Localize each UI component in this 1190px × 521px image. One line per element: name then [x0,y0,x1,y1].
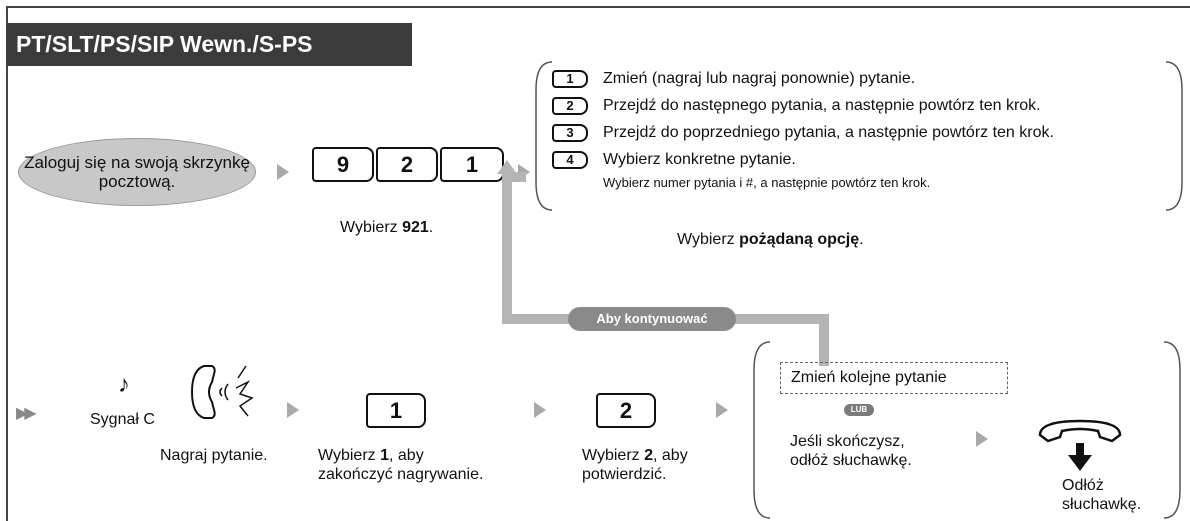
key-1: 1 [440,147,504,182]
loop-line-top [512,172,526,182]
finish-caption: Jeśli skończysz,odłóż słuchawkę. [790,433,912,469]
arrow-right-icon [976,431,988,447]
change-next-question: Zmień kolejne pytanie [780,362,1008,394]
options-caption: Wybierz pożądaną opcję. [677,231,864,248]
key-confirm-2: 2 [596,393,656,428]
option-key-3: 3 [552,124,588,142]
speaking-handset-icon [190,365,254,419]
arrow-right-icon [716,402,728,418]
key-2: 2 [376,147,438,182]
record-label: Nagraj pytanie. [160,447,268,464]
key-end-1: 1 [366,393,426,428]
frame-left-border [6,6,8,521]
music-note-icon: ♪ [118,371,130,398]
option-text-3: Przejdź do poprzedniego pytania, a nastę… [603,124,1054,141]
hang-up-handset-icon [1038,419,1122,471]
option-text-2: Przejdź do następnego pytania, a następn… [603,97,1041,114]
option-key-2: 2 [552,97,588,115]
tone-label: Sygnał C [90,411,155,428]
option-key-4: 4 [552,151,588,169]
option-sub-4: Wybierz numer pytania i #, a następnie p… [603,175,931,190]
key-9: 9 [312,147,374,182]
or-badge: LUB [844,404,874,416]
option-text-4: Wybierz konkretne pytanie. [603,151,796,168]
arrow-right-icon [277,164,289,180]
section-title: PT/SLT/PS/SIP Wewn./S-PS [6,23,412,66]
arrow-right-icon [287,402,299,418]
arrow-right-icon [534,402,546,418]
options-bracket [535,61,1183,211]
dial-caption: Wybierz 921. [340,219,434,236]
loop-line-right [819,314,829,366]
option-text-1: Zmień (nagraj lub nagraj ponownie) pytan… [603,70,916,87]
arrow-up-icon [497,160,517,174]
end-options-bracket [753,341,1181,519]
login-step: Zaloguj się na swoją skrzynkę pocztową. [18,138,256,206]
loop-line-vertical [502,172,512,324]
frame-top-border [6,6,1190,8]
option-key-1: 1 [552,70,588,88]
continue-label: Aby kontynuować [568,307,736,331]
double-arrow-icon: ▶▶ [16,405,37,422]
